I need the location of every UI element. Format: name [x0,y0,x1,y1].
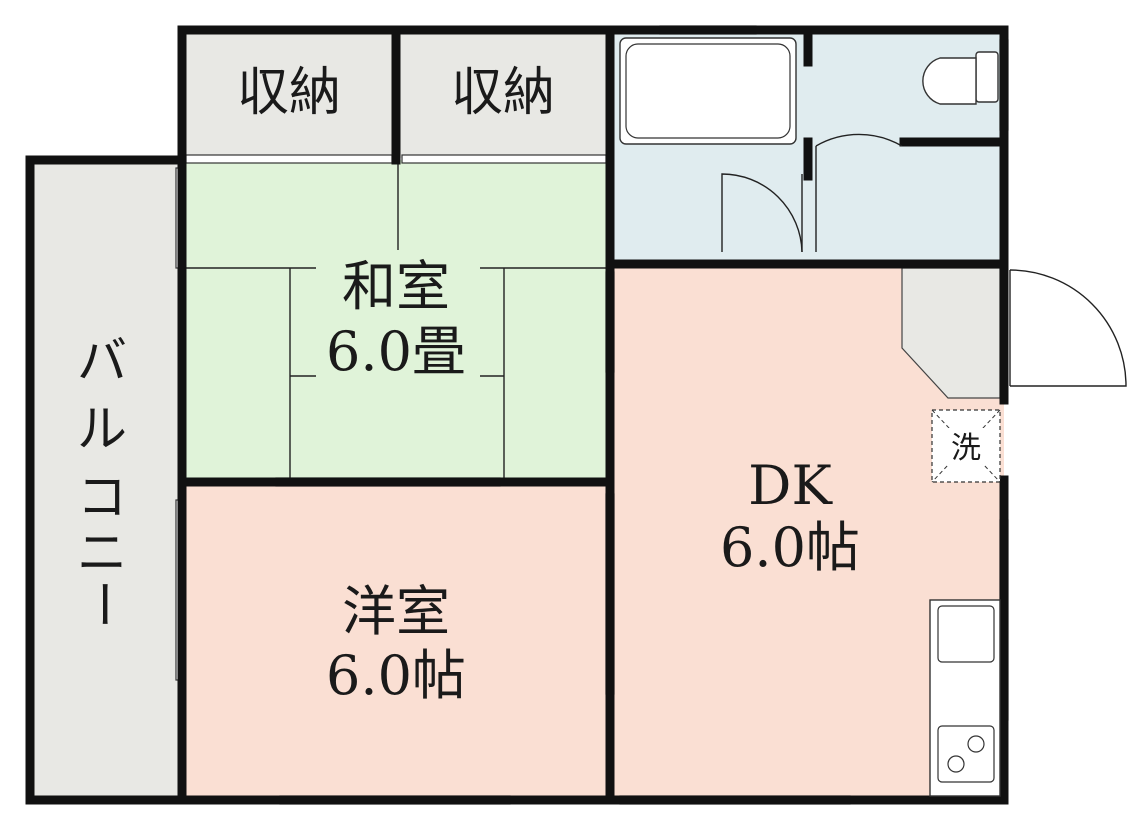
washing-machine-space [931,409,1001,483]
storage-right-area [398,32,608,158]
storage-left-area [182,32,396,158]
washitsu-name: 和室 [342,255,450,318]
washitsu-area [182,160,610,482]
balcony-char-5: ー [74,579,132,629]
washer-label: 洗 [951,431,981,466]
storage-right-label: 収納 [451,63,555,123]
dk-size: 6.0帖 [720,516,860,579]
walls [25,25,1009,805]
tatami-lines [186,162,606,480]
washitsu-size: 6.0畳 [326,320,466,383]
yoshitsu-area [182,484,610,800]
toilet-icon [922,51,999,105]
gas-stove-icon [937,725,995,783]
storage-left-label: 収納 [237,63,341,123]
doors [721,133,1127,387]
yoshitsu-size: 6.0帖 [326,644,466,707]
kitchen-sink-icon [937,605,995,663]
balcony-char-4: ニ [77,524,127,582]
balcony-char-1: バ [77,332,127,390]
balcony-char-3: コ [77,468,127,526]
yoshitsu-name: 洋室 [342,580,450,643]
balcony-char-2: ル [77,400,127,458]
bathtub-icon [619,37,797,145]
balcony-area [30,160,180,800]
dk-name: DK [748,454,833,517]
